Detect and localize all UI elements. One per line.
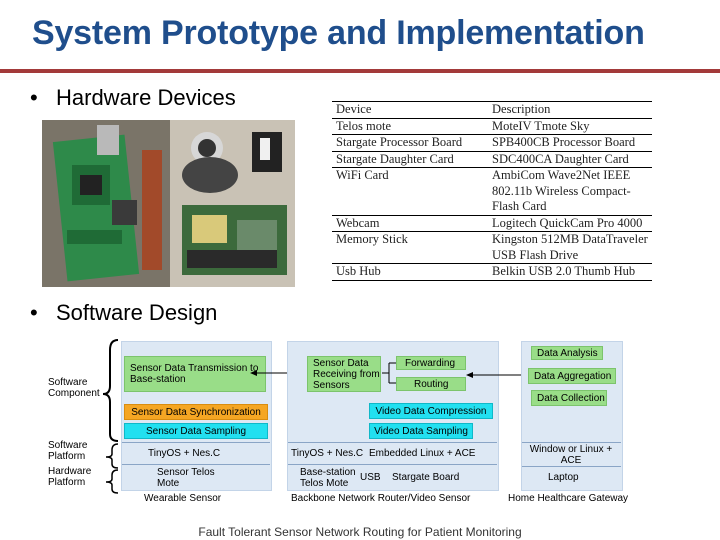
wearable-sensor-caption: Wearable Sensor [144,493,222,504]
table-cell-description: AmbiCom Wave2Net IEEE 802.11b Wireless C… [488,167,652,216]
table-row: Webcam Logitech QuickCam Pro 4000 [332,215,652,232]
table-cell-device: Stargate Daughter Card [332,151,488,168]
gateway-caption: Home Healthcare Gateway [508,493,629,504]
gateway-platform: Window or Linux + ACE [529,444,613,466]
title-divider [0,69,720,73]
divider [522,442,621,443]
table-cell-description: Belkin USB 2.0 Thumb Hub [488,263,652,281]
bullet-software: • Software Design [30,300,217,326]
table-row: Usb Hub Belkin USB 2.0 Thumb Hub [332,263,652,281]
table-row: Telos mote MoteIV Tmote Sky [332,118,652,135]
split-arrow-icon [382,362,396,384]
bullet-hardware: • Hardware Devices [30,85,236,111]
row-label-software-component: Software Component [48,377,100,399]
backbone-hardware-left: Base-station Telos Mote [300,467,356,489]
column-header-device: Device [332,101,488,119]
sensor-data-synchronization-box: Sensor Data Synchronization [124,404,268,420]
hardware-photo-image [42,120,295,287]
table-cell-device: Webcam [332,215,488,232]
gateway-panel [521,341,623,491]
divider [522,466,621,467]
sensor-data-sampling-box: Sensor Data Sampling [124,423,268,439]
wearable-hardware: Sensor Telos Mote [157,467,215,489]
data-collection-box: Data Collection [531,390,607,406]
table-cell-device: Telos mote [332,118,488,135]
divider [122,442,270,443]
backbone-router-caption: Backbone Network Router/Video Sensor [291,493,471,504]
divider [288,442,497,443]
routing-box: Routing [396,377,466,391]
sensor-data-transmission-box: Sensor Data Transmission to Base-station [124,356,266,392]
bullet-marker: • [30,300,38,325]
forwarding-box: Forwarding [396,356,466,370]
table-row: WiFi Card AmbiCom Wave2Net IEEE 802.11b … [332,167,652,216]
table-row: Stargate Daughter Card SDC400CA Daughter… [332,151,652,168]
wearable-platform: TinyOS + Nes.C [148,448,221,459]
brace-group-icon [102,339,119,494]
table-cell-description: Kingston 512MB DataTraveler USB Flash Dr… [488,231,652,264]
table-cell-description: SPB400CB Processor Board [488,134,652,152]
table-cell-device: WiFi Card [332,167,488,216]
table-row: Stargate Processor Board SPB400CB Proces… [332,134,652,152]
row-label-hardware-platform: Hardware Platform [48,466,92,488]
divider [122,464,270,465]
backbone-hardware-right: Stargate Board [392,472,460,483]
page-title: System Prototype and Implementation [32,14,645,52]
data-aggregation-box: Data Aggregation [528,368,616,384]
divider [288,464,497,465]
row-label-software-platform: Software Platform [48,440,88,462]
table-cell-description: MoteIV Tmote Sky [488,118,652,135]
video-data-sampling-box: Video Data Sampling [369,423,473,439]
gateway-hardware: Laptop [548,472,579,483]
bullet-software-label: Software Design [56,300,218,325]
table-cell-description: Logitech QuickCam Pro 4000 [488,215,652,232]
data-analysis-box: Data Analysis [531,346,603,360]
table-cell-description: SDC400CA Daughter Card [488,151,652,168]
table-row: Memory Stick Kingston 512MB DataTraveler… [332,231,652,264]
hardware-table: Device Description Telos mote MoteIV Tmo… [332,101,652,281]
hardware-photo [42,120,295,287]
table-cell-device: Stargate Processor Board [332,134,488,152]
usb-label: USB [360,472,381,483]
table-header-row: Device Description [332,101,652,119]
footer-text: Fault Tolerant Sensor Network Routing fo… [198,525,522,539]
table-cell-device: Memory Stick [332,231,488,264]
bullet-marker: • [30,85,38,110]
table-cell-device: Usb Hub [332,263,488,281]
sensor-data-receiving-box: Sensor Data Receiving from Sensors [307,356,381,392]
backbone-platform-right: Embedded Linux + ACE [369,448,476,459]
video-data-compression-box: Video Data Compression [369,403,493,419]
column-header-description: Description [488,101,652,119]
bullet-hardware-label: Hardware Devices [56,85,236,110]
backbone-platform-left: TinyOS + Nes.C [291,448,364,459]
